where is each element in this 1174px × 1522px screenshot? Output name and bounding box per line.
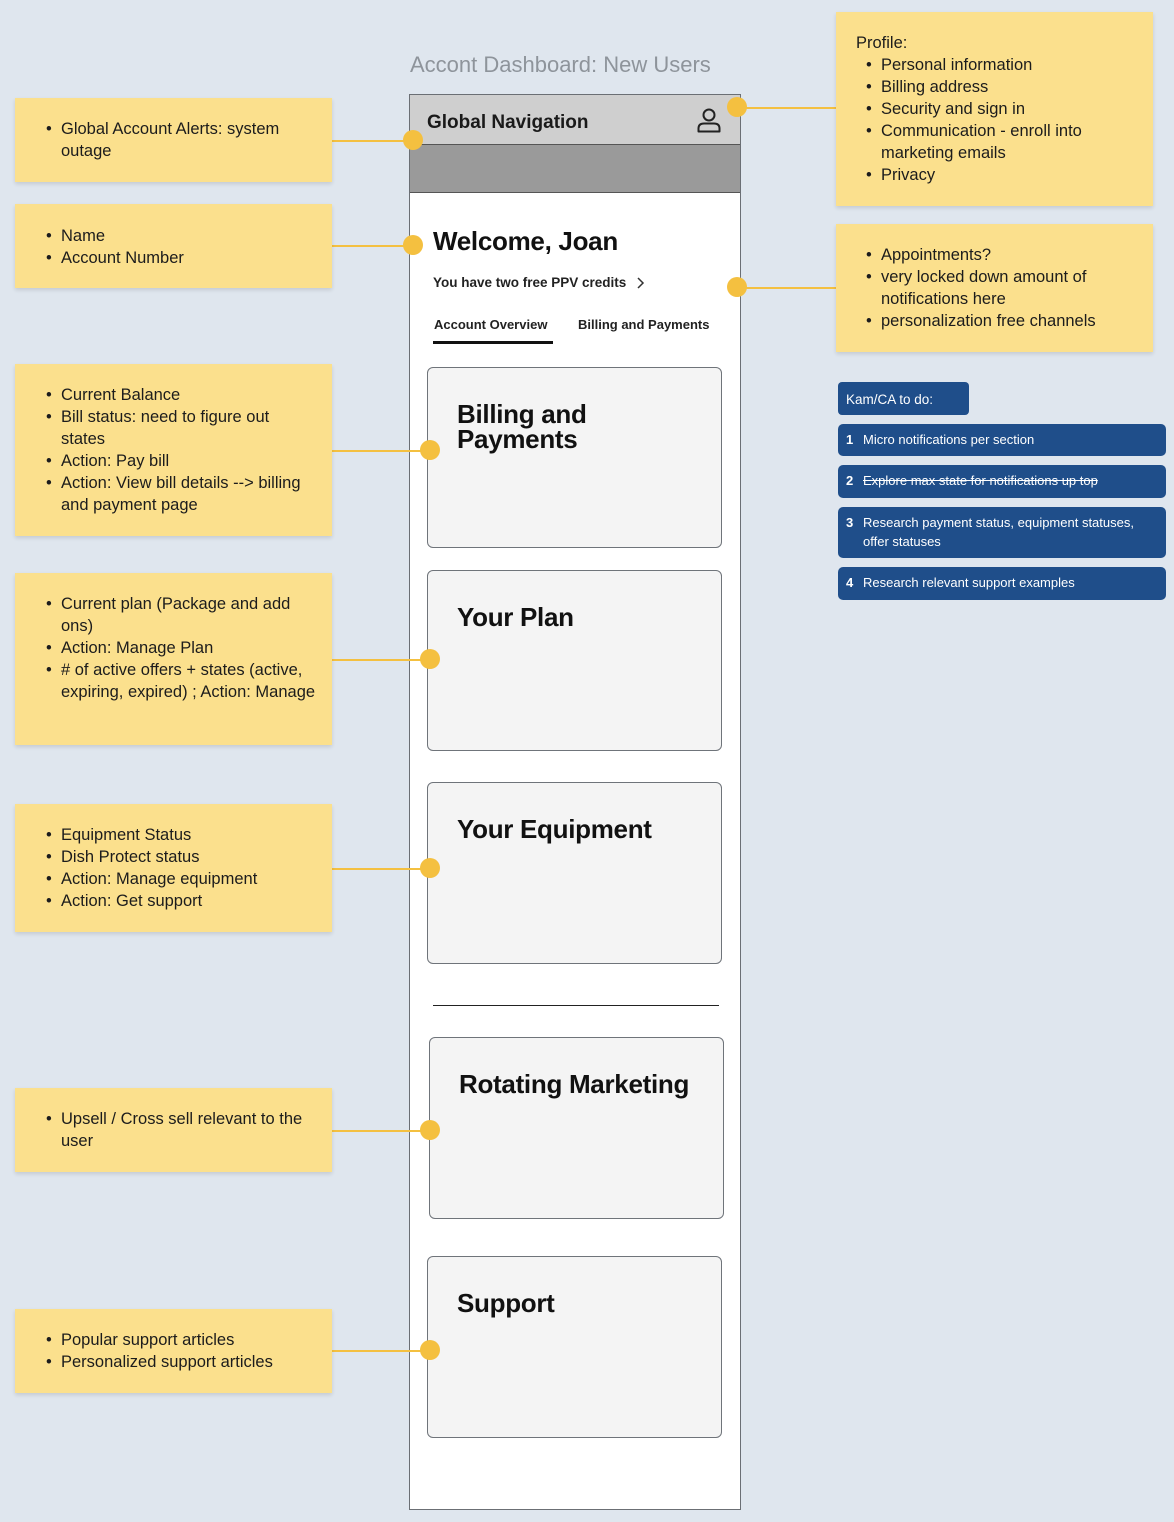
tab-account-overview[interactable]: Account Overview — [434, 317, 548, 332]
todo-header: Kam/CA to do: — [838, 382, 969, 415]
note-marketing: Upsell / Cross sell relevant to the user — [15, 1088, 332, 1172]
section-divider — [433, 1005, 719, 1006]
user-profile-icon[interactable] — [695, 106, 723, 134]
card-title: Your Plan — [457, 602, 574, 632]
todo-item-done: 2 Explore max state for notifications up… — [838, 465, 1166, 498]
connector-dot — [420, 440, 440, 460]
connector-line — [332, 140, 412, 142]
connector-line — [332, 659, 430, 661]
todo-text: Micro notifications per section — [863, 432, 1035, 447]
note-support: Popular support articles Personalized su… — [15, 1309, 332, 1393]
note-item: # of active offers + states (active, exp… — [41, 659, 316, 703]
connector-dot — [727, 277, 747, 297]
connector-dot — [420, 649, 440, 669]
note-appointments: Appointments? very locked down amount of… — [836, 224, 1153, 352]
your-equipment-card[interactable]: Your Equipment — [427, 782, 722, 964]
connector-line — [332, 1130, 430, 1132]
connector-line — [332, 450, 430, 452]
frame-title: Accont Dashboard: New Users — [410, 52, 711, 77]
note-item: Action: Get support — [41, 890, 316, 912]
billing-and-payments-card[interactable]: Billing and Payments — [427, 367, 722, 548]
connector-line — [332, 1350, 430, 1352]
phone-wireframe: Global Navigation Welcome, Joan You have… — [409, 94, 741, 1510]
connector-line — [737, 107, 837, 109]
rotating-marketing-card[interactable]: Rotating Marketing — [429, 1037, 724, 1219]
global-navigation-bar: Global Navigation — [410, 95, 740, 145]
card-title: Your Equipment — [457, 814, 652, 844]
chevron-right-icon — [637, 276, 645, 289]
note-item: Privacy — [861, 164, 1137, 186]
note-item: Name — [41, 225, 316, 247]
connector-dot — [403, 235, 423, 255]
tab-billing-and-payments[interactable]: Billing and Payments — [578, 317, 710, 332]
note-item: Popular support articles — [41, 1329, 316, 1351]
note-item: Upsell / Cross sell relevant to the user — [41, 1108, 316, 1152]
note-item: personalization free channels — [861, 310, 1137, 332]
note-item: Equipment Status — [41, 824, 316, 846]
global-alert-bar — [410, 145, 740, 193]
note-name-account: Name Account Number — [15, 204, 332, 288]
connector-dot — [420, 858, 440, 878]
note-item: Billing address — [861, 76, 1137, 98]
todo-number: 3 — [846, 515, 854, 530]
connector-dot — [420, 1120, 440, 1140]
todo-number: 2 — [846, 473, 854, 488]
connector-dot — [727, 97, 747, 117]
note-global-alerts: Global Account Alerts: system outage — [15, 98, 332, 182]
note-title: Profile: — [856, 34, 908, 52]
connector-line — [737, 287, 837, 289]
note-plan: Current plan (Package and add ons) Actio… — [15, 573, 332, 745]
note-item: Current Balance — [41, 384, 316, 406]
todo-item: 3 Research payment status, equipment sta… — [838, 507, 1166, 558]
connector-dot — [403, 130, 423, 150]
note-item: Security and sign in — [861, 98, 1137, 120]
card-title: Support — [457, 1288, 555, 1318]
note-item: Account Number — [41, 247, 316, 269]
your-plan-card[interactable]: Your Plan — [427, 570, 722, 751]
note-item: Current plan (Package and add ons) — [41, 593, 316, 637]
note-item: Personalized support articles — [41, 1351, 316, 1373]
note-item: Communication - enroll into marketing em… — [861, 120, 1137, 164]
note-item: Personal information — [861, 54, 1137, 76]
note-item: Global Account Alerts: system outage — [41, 118, 316, 162]
welcome-heading: Welcome, Joan — [433, 226, 618, 256]
note-item: very locked down amount of notifications… — [861, 266, 1137, 310]
note-profile: Profile: Personal information Billing ad… — [836, 12, 1153, 206]
todo-text: Research relevant support examples — [863, 575, 1075, 590]
connector-dot — [420, 1340, 440, 1360]
connector-line — [332, 868, 430, 870]
note-item: Action: Pay bill — [41, 450, 316, 472]
todo-text: Explore max state for notifications up t… — [863, 473, 1098, 488]
card-title: Billing and Payments — [457, 399, 587, 454]
note-item: Action: View bill details --> billing an… — [41, 472, 316, 516]
note-item: Appointments? — [861, 244, 1137, 266]
note-billing: Current Balance Bill status: need to fig… — [15, 364, 332, 536]
note-item: Dish Protect status — [41, 846, 316, 868]
note-item: Bill status: need to figure out states — [41, 406, 316, 450]
ppv-credits-link[interactable]: You have two free PPV credits — [433, 275, 646, 290]
todo-item: 4 Research relevant support examples — [838, 567, 1166, 600]
ppv-credits-text: You have two free PPV credits — [433, 275, 627, 290]
card-title: Rotating Marketing — [459, 1069, 690, 1099]
todo-number: 1 — [846, 432, 854, 447]
todo-text: Research payment status, equipment statu… — [863, 515, 1134, 549]
global-navigation-label: Global Navigation — [427, 112, 589, 133]
note-item: Action: Manage Plan — [41, 637, 316, 659]
connector-line — [332, 245, 412, 247]
todo-item: 1 Micro notifications per section — [838, 424, 1166, 456]
support-card[interactable]: Support — [427, 1256, 722, 1438]
note-equipment: Equipment Status Dish Protect status Act… — [15, 804, 332, 932]
active-tab-indicator — [433, 341, 553, 344]
note-item: Action: Manage equipment — [41, 868, 316, 890]
todo-number: 4 — [846, 575, 854, 590]
